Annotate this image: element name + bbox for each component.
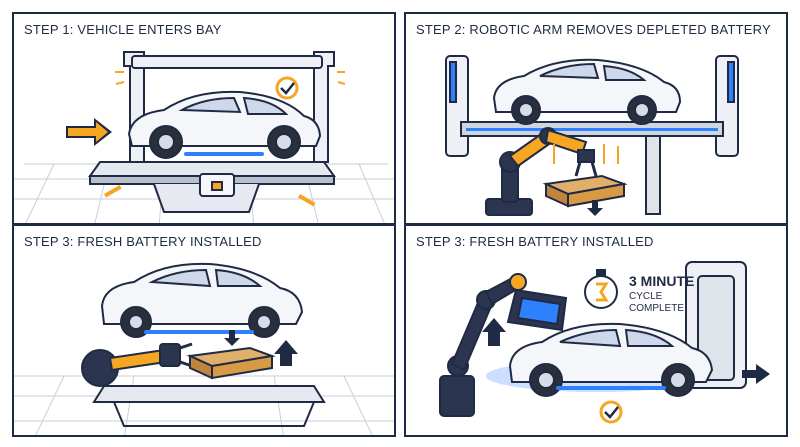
underbody-glow [184,152,264,156]
check-badge-icon [599,400,623,424]
panel-step-3: STEP 3: FRESH BATTERY INSTALLED [12,224,396,437]
cycle-time-value: 3 MINUTE [629,273,695,289]
vehicle [127,90,322,159]
scene-step-2 [445,55,739,216]
scene-step-3 [14,262,394,435]
lift-frame [92,385,326,427]
battery-gripper [506,288,568,332]
cycle-time-label: CYCLE COMPLETE [629,291,684,315]
robotic-arm [485,127,598,216]
scene-step-1 [14,51,394,223]
panel-step-1: STEP 1: VEHICLE ENTERS BAY [12,12,396,225]
underbody-glow [556,386,666,390]
robotic-arm [439,273,527,417]
step-1-title: STEP 1: VEHICLE ENTERS BAY [24,22,222,37]
vehicle [100,262,304,338]
step-4-title: STEP 3: FRESH BATTERY INSTALLED [416,234,654,249]
stopwatch-icon [584,269,618,309]
panel-step-4: STEP 3: FRESH BATTERY INSTALLED 3 MINUTE… [404,224,788,437]
underbody-glow [144,330,254,334]
right-arrow-icon [742,364,770,384]
robotic-arm [81,342,193,387]
lift-platform [88,161,336,213]
panel-step-2: STEP 2: ROBOTIC ARM REMOVES DEPLETED BAT… [404,12,788,225]
motion-lines [553,144,619,164]
step-3-title: STEP 3: FRESH BATTERY INSTALLED [24,234,262,249]
cycle-label-line-2: COMPLETE [629,303,685,314]
floor-stripes [104,185,316,207]
right-arrow-icon [66,118,112,146]
vehicle [508,322,714,397]
up-arrow-icon [482,318,506,346]
step-2-title: STEP 2: ROBOTIC ARM REMOVES DEPLETED BAT… [416,22,771,37]
exit-door [685,261,747,389]
cycle-label-line-1: CYCLE [629,291,663,302]
up-arrow-icon [274,340,298,366]
depleted-battery [542,174,628,208]
scene-step-4 [439,261,770,424]
fresh-battery [186,346,276,380]
down-arrow-icon [587,200,603,216]
status-lights [115,71,346,85]
check-badge-icon [275,76,299,100]
lift-deck [460,121,724,215]
vehicle [492,58,682,125]
down-arrow-icon [224,330,240,346]
